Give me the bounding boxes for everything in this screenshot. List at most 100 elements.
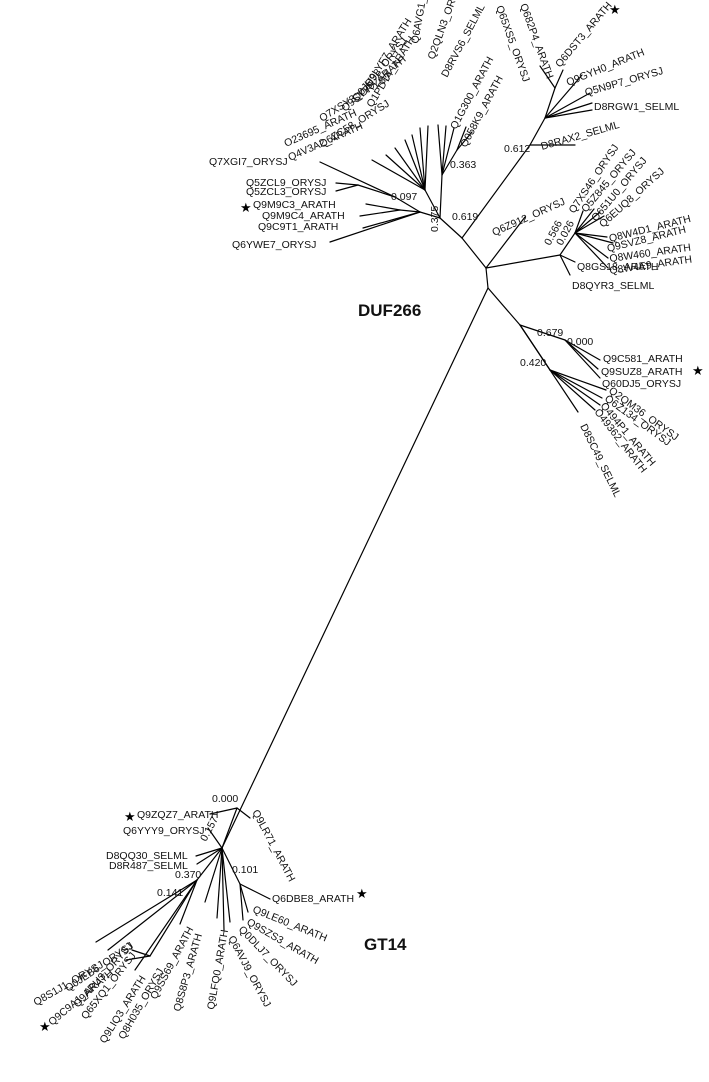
support-value: 0.375 — [429, 206, 441, 232]
branch — [204, 847, 223, 903]
branch — [437, 124, 443, 176]
support-value: 0.370 — [175, 869, 201, 881]
leaf-label: Q6YYY9_ORYSJ — [123, 825, 205, 837]
branch — [461, 144, 531, 239]
branch — [125, 955, 151, 961]
branch — [564, 339, 601, 361]
branch — [239, 883, 249, 913]
leaf-labels-duf-right: Q6Z912_ORYSJ Q7XS46_ORYSJ Q5Z845_ORYSJ Q… — [490, 142, 693, 292]
branch — [519, 324, 566, 341]
branch — [221, 847, 225, 931]
branch — [319, 161, 396, 198]
branch — [574, 208, 595, 234]
leaf-label: Q9M9C4_ARATH — [262, 210, 345, 222]
branch — [399, 209, 421, 213]
support-value: 0.101 — [232, 864, 258, 876]
support-value: 0.000 — [212, 793, 238, 805]
support-value: 0.097 — [391, 191, 417, 203]
branch — [221, 847, 231, 923]
branch — [216, 847, 223, 919]
support-value: 0.000 — [567, 336, 593, 348]
leaf-label: Q6DBE8_ARATH — [272, 893, 354, 905]
branch — [209, 807, 238, 815]
branch — [549, 369, 607, 391]
leaf-label: Q8GS18_ARATH — [577, 261, 659, 273]
branch — [221, 287, 489, 849]
branch — [419, 211, 441, 219]
branch — [539, 65, 556, 89]
branch — [179, 879, 198, 925]
leaf-label: Q9ZQZ7_ARATH — [137, 809, 219, 821]
branch — [335, 182, 359, 186]
branch — [424, 125, 429, 191]
star-marker: ★ — [39, 1020, 51, 1035]
branch — [549, 369, 596, 411]
branch — [549, 369, 603, 399]
branch — [439, 174, 443, 219]
branch — [456, 131, 473, 151]
leaf-label: D8RGW1_SELML — [594, 101, 679, 113]
leaf-label: Q6AVG1_ORYSJ — [409, 0, 435, 45]
branch — [134, 879, 198, 971]
branch — [131, 949, 151, 957]
leaf-label: Q60DJ5_ORYSJ — [602, 378, 681, 390]
leaf-label: Q6DST3_ARATH — [553, 0, 615, 70]
branch — [549, 369, 601, 406]
branch — [519, 324, 579, 413]
branch — [564, 339, 601, 379]
support-value: 0.141 — [157, 887, 183, 899]
branch — [441, 149, 458, 176]
branch — [107, 879, 198, 951]
branch — [574, 211, 601, 234]
branch — [404, 139, 426, 191]
leaf-label: Q9LFQ0_ARATH — [205, 929, 231, 1011]
branch — [574, 232, 609, 259]
branch — [564, 339, 599, 370]
branch — [574, 210, 584, 234]
support-value: 0.363 — [450, 159, 476, 171]
branch — [529, 117, 546, 146]
branch — [411, 134, 426, 191]
leaf-label: Q9C581_ARATH — [603, 353, 683, 365]
branch — [365, 203, 401, 211]
branch — [574, 232, 614, 244]
leaf-label: Q5ZCL9_ORYSJ — [246, 177, 326, 189]
branch — [487, 287, 521, 326]
branch — [196, 847, 223, 881]
branch — [359, 209, 401, 217]
support-value: 0.619 — [452, 211, 478, 223]
branch — [574, 232, 608, 238]
branch — [544, 87, 556, 119]
branch — [149, 879, 198, 957]
branch — [544, 92, 591, 119]
support-value: 0.679 — [537, 327, 563, 339]
branch — [461, 237, 487, 269]
leaf-label: D8QQ30_SELML — [106, 850, 188, 862]
leaf-label: Q9M9C3_ARATH — [253, 199, 336, 211]
leaf-labels-duf-top: Q65XS5_ORYSJ Q682P4_ARATH Q6DST3_ARATH Q… — [493, 0, 679, 153]
branch — [221, 807, 238, 849]
branch — [419, 127, 426, 191]
branch — [544, 102, 593, 119]
branch — [485, 267, 489, 289]
branch — [195, 847, 223, 857]
star-marker: ★ — [124, 810, 136, 825]
leaf-label: Q5ZCL3_ORYSJ — [246, 186, 326, 198]
leaf-labels-duf-lower: Q9C581_ARATH Q9SUZ8_ARATH Q60DJ5_ORYSJ Q… — [577, 353, 682, 499]
group-label-duf266: DUF266 — [358, 301, 421, 320]
branch — [95, 879, 198, 943]
branch — [544, 74, 583, 119]
branch — [385, 154, 426, 191]
branch — [544, 109, 593, 119]
branch — [335, 184, 359, 192]
star-marker: ★ — [609, 3, 621, 18]
branch — [207, 827, 223, 849]
branch — [456, 126, 467, 151]
star-marker: ★ — [356, 887, 368, 902]
leaf-labels-gt14: Q9ZQZ7_ARATH Q6YYY9_ORYSJ Q9LR71_ARATH D… — [32, 808, 355, 1046]
leaf-label: Q9SUZ8_ARATH — [601, 366, 683, 378]
star-marker: ★ — [692, 364, 704, 379]
branch — [329, 211, 421, 243]
